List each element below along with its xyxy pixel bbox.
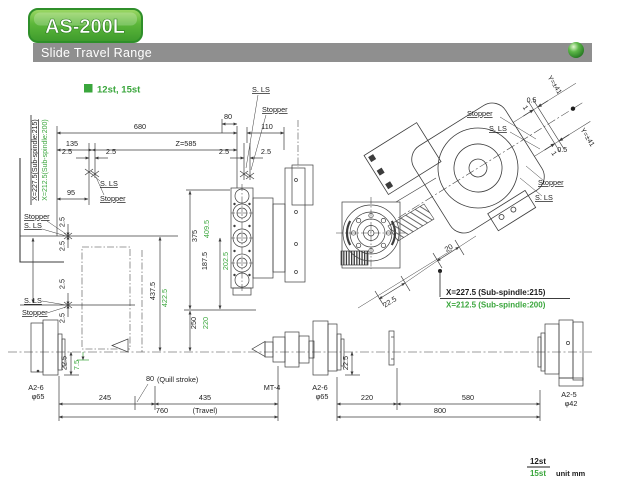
sub-spindle-nose-label: A2-5 [561, 390, 576, 399]
main-spindle-front-2 [312, 320, 345, 376]
footer-unit: unit mm [556, 469, 585, 478]
dim-110: 110 [261, 122, 273, 131]
dim-travel-caption: (Travel) [193, 406, 218, 415]
callout-stopper-top: Stopper [262, 105, 288, 114]
x-travel-left-black: X=227.5(Sub-spindle:215) [32, 119, 39, 201]
dim-202-5: 202.5 [221, 252, 230, 270]
legend-swatch-icon [84, 84, 93, 93]
sub-spindle-front [336, 177, 437, 269]
x-travel-right-green: X=212.5 (Sub-spindle:200) [446, 301, 546, 310]
dim-2-5-b: 2.5 [106, 147, 116, 156]
dim-375: 375 [190, 230, 199, 242]
legend: 12st, 15st [84, 84, 141, 96]
callout-stopper-left-lower: Stopper [22, 308, 48, 317]
callout-stopper-mid: Stopper [100, 194, 126, 203]
dim-245: 245 [99, 393, 111, 402]
angled-turret-view: 0.5 0.5 1 1 Y=±41 Y=±41 [363, 75, 596, 234]
dim-7-5: 7.5 [72, 360, 81, 370]
green-orb-icon [568, 42, 584, 58]
footer-black-series: 12st [530, 457, 546, 466]
dim-187-5: 187.5 [200, 252, 209, 270]
turret-front [230, 164, 314, 296]
z-travel-dims [56, 94, 299, 236]
angled-callout-leaders [499, 116, 545, 197]
dim-22-5-diagonal: 22.5 [381, 294, 398, 309]
dim-580: 580 [462, 393, 474, 402]
tailstock-taper-label: MT-4 [264, 383, 281, 392]
callout-sls-left-upper: S. LS [24, 221, 42, 230]
dim-135: 135 [66, 139, 78, 148]
sub-spindle-right [537, 319, 584, 387]
dim-95: 95 [67, 188, 75, 197]
model-name: AS-200L [45, 16, 125, 38]
dim-quill-caption: (Quill stroke) [157, 375, 198, 384]
dimension-labels: X=227.5(Sub-spindle:215) X=212.5(Sub-spi… [22, 85, 577, 415]
section-bar [33, 43, 592, 62]
section-title: Slide Travel Range [41, 46, 152, 60]
dim-680: 680 [134, 122, 146, 131]
dim-z585: Z=585 [176, 139, 197, 148]
bottom-right-dims [336, 330, 541, 421]
datum-triangle-icon [111, 338, 129, 353]
model-badge [28, 8, 143, 43]
main-spindle-front [30, 319, 66, 376]
header: AS-200L Slide Travel Range [28, 8, 592, 62]
dim-20: 20 [443, 242, 455, 254]
footer-legend: 12st 15st unit mm [527, 457, 585, 478]
work-zone [81, 246, 143, 353]
dim-2-5-x1: 2.5 [58, 217, 67, 227]
callout-sls-top: S. LS [252, 85, 270, 94]
main-spindle-nose-label-2: A2-6 [312, 383, 327, 392]
dim-22-5-right: 22.5 [341, 356, 350, 370]
callout-stopper-angled-upper: Stopper [467, 109, 493, 118]
dim-220: 220 [361, 393, 373, 402]
callout-sls-angled-upper: S. LS [489, 124, 507, 133]
dim-0-5-upper: 0.5 [527, 98, 537, 105]
callout-sls-angled-lower: S. LS [535, 193, 553, 202]
sub-spindle-dia-label: φ42 [565, 399, 578, 408]
dim-1-upper: 1 [521, 105, 529, 112]
dim-250: 250 [189, 317, 198, 329]
x-position-dims [158, 189, 256, 352]
dim-2-5-x4: 2.5 [58, 313, 67, 323]
main-spindle-nose-label: A2-6 [28, 383, 43, 392]
bottom-left-dims [58, 351, 279, 421]
dim-435: 435 [199, 393, 211, 402]
dim-2-5-d: 2.5 [261, 147, 271, 156]
dim-2-5-c: 2.5 [219, 147, 229, 156]
dim-y-travel-lower: Y=±41 [579, 127, 596, 148]
main-spindle-dia-label: φ65 [32, 392, 45, 401]
callout-stopper-angled-lower: Stopper [538, 178, 564, 187]
diagonal-dims [357, 235, 570, 309]
dim-quill-80: 80 [146, 374, 154, 383]
dim-2-5-x2: 2.5 [58, 241, 67, 251]
main-spindle-dia-label-2: φ65 [316, 392, 329, 401]
tailstock [251, 331, 315, 368]
dim-22-5-left: 22.5 [60, 356, 69, 370]
front-view [8, 94, 592, 421]
dim-409-5: 409.5 [202, 220, 211, 238]
footer-green-series: 15st [530, 469, 546, 478]
dim-80: 80 [224, 112, 232, 121]
dim-422-5: 422.5 [160, 289, 169, 307]
callout-stopper-left-upper: Stopper [24, 212, 50, 221]
dim-220-green: 220 [201, 317, 210, 329]
legend-stations: 12st, 15st [97, 85, 141, 96]
x-travel-right-black: X=227.5 (Sub-spindle:215) [446, 288, 546, 297]
dim-800: 800 [434, 406, 446, 415]
x-travel-left-green: X=212.5(Sub-spindle:200) [42, 119, 49, 201]
dim-2-5-a: 2.5 [62, 147, 72, 156]
dim-437-5: 437.5 [148, 282, 157, 300]
dim-760: 760 [156, 406, 168, 415]
dim-0-5-lower: 0.5 [557, 147, 567, 154]
callout-sls-left-lower: S. LS [24, 296, 42, 305]
dim-y-travel-upper: Y=±41 [546, 75, 563, 96]
callout-sls-mid: S. LS [100, 179, 118, 188]
badge-gloss [34, 12, 137, 26]
x-travel-left [19, 115, 178, 317]
dim-2-5-x3: 2.5 [58, 279, 67, 289]
cylinder-hatch [387, 203, 435, 242]
dim-1-lower: 1 [549, 150, 557, 157]
